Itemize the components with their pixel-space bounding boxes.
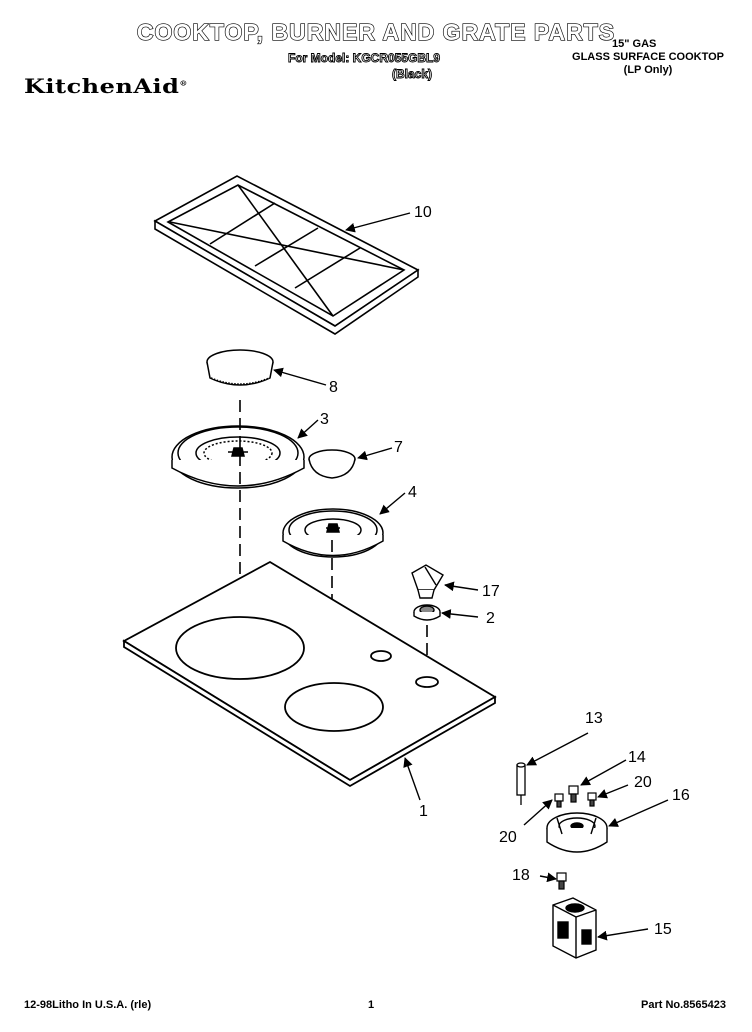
callout-7: 7	[394, 439, 403, 456]
callout-20-right: 20	[634, 774, 652, 791]
screw-part-14[interactable]	[568, 785, 579, 803]
footer-page-number: 1	[368, 999, 375, 1011]
callout-18: 18	[512, 867, 530, 884]
callout-15: 15	[654, 921, 672, 938]
callout-16: 16	[672, 787, 690, 804]
callout-8: 8	[329, 379, 338, 396]
model-color: (Black)	[392, 67, 433, 82]
description-line-3: (LP Only)	[623, 64, 673, 76]
callout-17: 17	[482, 583, 500, 600]
callout-2: 2	[486, 610, 495, 627]
page-title: COOKTOP, BURNER AND GRATE PARTS	[136, 18, 616, 45]
callout-4: 4	[408, 484, 417, 501]
footer-litho: 12-98Litho In U.S.A. (rle)	[24, 999, 152, 1011]
burner-base-part-4[interactable]	[282, 508, 384, 558]
glass-cooktop-part-1[interactable]	[122, 560, 497, 788]
callout-20-left: 20	[499, 829, 517, 846]
callout-10: 10	[414, 204, 432, 221]
brand-logo: KitchenAid®	[24, 74, 188, 98]
burner-cap-part-8[interactable]	[206, 349, 274, 386]
burner-cap-part-7[interactable]	[308, 449, 356, 479]
callout-13: 13	[585, 710, 603, 727]
screw-part-20-left[interactable]	[554, 793, 564, 808]
brand-name: KitchenAid	[24, 74, 180, 98]
product-description: 15" GAS GLASS SURFACE COOKTOP (LP Only)	[572, 38, 724, 77]
screw-part-18[interactable]	[556, 872, 567, 890]
callout-14: 14	[628, 749, 646, 766]
callout-3: 3	[320, 411, 329, 428]
grate-part-10[interactable]	[153, 175, 420, 335]
burner-base-part-3[interactable]	[171, 425, 305, 489]
description-line-2: GLASS SURFACE COOKTOP	[572, 51, 724, 63]
control-knob-part-17[interactable]	[411, 564, 444, 599]
callout-1: 1	[419, 803, 428, 820]
burner-head-part-16[interactable]	[546, 812, 608, 853]
orifice-part-13[interactable]	[516, 762, 526, 805]
screw-part-20-right[interactable]	[587, 792, 597, 807]
knob-bezel-part-2[interactable]	[413, 604, 441, 621]
model-number: For Model: KGCR055GBL9	[288, 51, 441, 66]
leader-lines	[273, 212, 669, 941]
brand-registered-mark: ®	[179, 78, 188, 88]
valve-bracket-part-15[interactable]	[552, 897, 597, 959]
description-line-1: 15" GAS	[612, 38, 657, 50]
footer-part-number: Part No.8565423	[641, 999, 726, 1011]
